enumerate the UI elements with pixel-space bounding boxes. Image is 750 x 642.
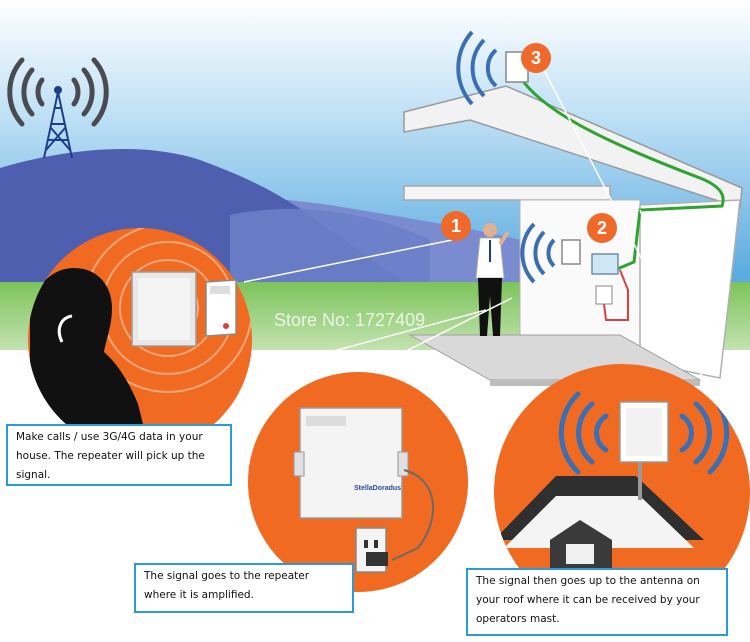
callout-lines — [225, 69, 731, 431]
svg-text:3: 3 — [531, 48, 541, 68]
svg-text:StellaDoradus: StellaDoradus — [354, 485, 401, 492]
outdoor-antenna-icon — [619, 401, 669, 463]
repeater-power-cable — [391, 469, 435, 561]
antenna-cable — [516, 73, 725, 274]
step-badge-3: 3 — [521, 43, 551, 73]
man-on-phone — [475, 223, 510, 336]
step-badge-2: 2 — [587, 213, 617, 243]
indoor-antenna-small-icon — [520, 222, 581, 284]
store-watermark: Store No: 1727409 — [274, 310, 425, 330]
power-cable — [603, 269, 629, 321]
svg-text:2: 2 — [597, 218, 607, 238]
phone-icon — [57, 314, 73, 343]
phone-user-silhouette — [30, 268, 150, 452]
tower-signal-waves-icon — [7, 57, 109, 127]
repeater-side-icon — [205, 279, 237, 337]
repeater-unit-small-icon — [591, 253, 619, 305]
caption-step-3: The signal then goes up to the antenna o… — [466, 568, 728, 636]
indoor-antenna-icon — [131, 271, 197, 347]
power-outlet-icon — [355, 527, 388, 573]
caption-step-2: The signal goes to the repeater where it… — [134, 563, 354, 613]
repeater-unit-icon: StellaDoradus — [293, 407, 409, 519]
cell-tower-icon — [43, 86, 73, 159]
svg-text:1: 1 — [451, 216, 461, 236]
step-badge-1: 1 — [441, 211, 471, 241]
caption-step-1: Make calls / use 3G/4G data in your hous… — [6, 424, 232, 486]
